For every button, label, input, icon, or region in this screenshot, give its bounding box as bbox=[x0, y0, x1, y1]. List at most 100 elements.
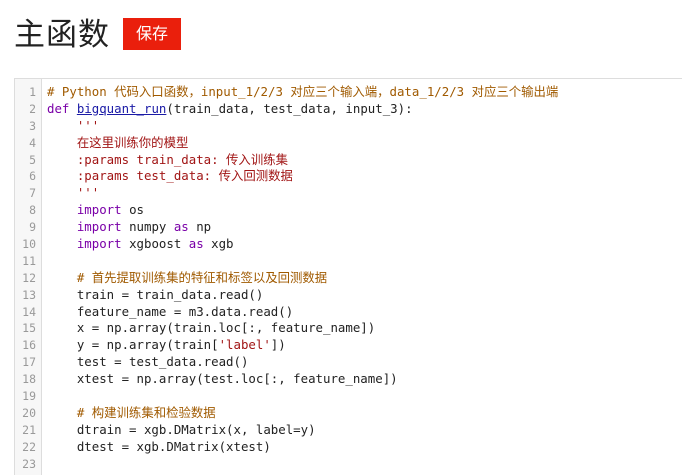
code-editor[interactable]: 1 # Python 代码入口函数，input_1/2/3 对应三个输入端，dat… bbox=[14, 78, 682, 475]
line-number: 13 bbox=[22, 287, 36, 302]
line-number: 16 bbox=[22, 338, 36, 353]
line-number: 1 bbox=[29, 85, 36, 99]
code-text: dtest = xgb.DMatrix(xtest) bbox=[47, 439, 271, 456]
code-line[interactable]: 18 xtest = np.array(test.loc[:, feature_… bbox=[15, 371, 682, 388]
line-number: 7 bbox=[29, 186, 36, 201]
line-number: 8 bbox=[29, 203, 36, 218]
line-number: 19 bbox=[22, 389, 36, 404]
save-button[interactable]: 保存 bbox=[123, 18, 181, 50]
line-number: 17 bbox=[22, 355, 36, 370]
line-number: 11 bbox=[22, 253, 36, 268]
code-line[interactable]: 10 import xgboost as xgb bbox=[15, 236, 682, 253]
code-token-plain: train = train_data.read() bbox=[47, 286, 264, 302]
code-token-keyword: import bbox=[76, 202, 122, 218]
code-text: # 构建训练集和检验数据 bbox=[47, 405, 216, 422]
code-token-string: ''' bbox=[47, 117, 100, 133]
code-token-keyword: def bbox=[47, 100, 77, 116]
code-token-plain: dtest = xgb.DMatrix(xtest) bbox=[47, 438, 271, 454]
code-line[interactable]: 21 dtrain = xgb.DMatrix(x, label=y) bbox=[15, 422, 682, 439]
code-text: import numpy as np bbox=[47, 219, 211, 236]
line-number: 10 bbox=[22, 237, 36, 252]
page-title: 主函数 bbox=[14, 17, 110, 53]
code-line[interactable]: 20 # 构建训练集和检验数据 bbox=[15, 405, 682, 422]
line-number: 4 bbox=[29, 135, 36, 150]
code-token-comment: # Python 代码入口函数，input_1/2/3 对应三个输入端，data… bbox=[47, 84, 559, 99]
line-number: 20 bbox=[22, 405, 36, 420]
code-token-plain: feature_name = m3.data.read() bbox=[47, 303, 294, 319]
code-token-plain: os bbox=[121, 202, 144, 218]
code-token-plain: np bbox=[188, 219, 212, 235]
code-token-plain: test = test_data.read() bbox=[47, 354, 249, 370]
code-line[interactable]: 5 :params train_data: 传入训练集 bbox=[15, 152, 682, 169]
line-number: 23 bbox=[22, 456, 36, 471]
code-text: dtrain = xgb.DMatrix(x, label=y) bbox=[47, 422, 316, 439]
code-token-plain: xgboost bbox=[121, 236, 189, 252]
line-number: 6 bbox=[29, 169, 36, 184]
code-token-plain: xtest = np.array(test.loc[:, feature_nam… bbox=[47, 371, 398, 387]
code-text: x = np.array(train.loc[:, feature_name]) bbox=[47, 320, 375, 337]
code-text: # Python 代码入口函数，input_1/2/3 对应三个输入端，data… bbox=[47, 84, 558, 101]
code-line[interactable]: 7 ''' bbox=[15, 185, 682, 202]
code-text: y = np.array(train['label']) bbox=[47, 337, 286, 354]
code-line[interactable]: 17 test = test_data.read() bbox=[15, 354, 682, 371]
code-token-keyword: as bbox=[173, 219, 189, 235]
code-token-plain bbox=[47, 202, 77, 217]
code-text: def bigquant_run(train_data, test_data, … bbox=[47, 101, 413, 118]
code-token-keyword: as bbox=[188, 236, 204, 252]
code-text: ''' bbox=[47, 118, 99, 135]
line-number: 9 bbox=[29, 220, 36, 235]
code-token-plain bbox=[47, 219, 77, 234]
code-line[interactable]: 12 # 首先提取训练集的特征和标签以及回测数据 bbox=[15, 270, 682, 287]
line-number: 3 bbox=[29, 118, 36, 133]
code-text: feature_name = m3.data.read() bbox=[47, 304, 293, 321]
code-token-string: ''' bbox=[47, 185, 100, 201]
code-token-plain: x = np.array(train.loc[:, feature_name]) bbox=[47, 320, 376, 336]
code-text: import xgboost as xgb bbox=[47, 236, 234, 253]
line-number: 18 bbox=[22, 372, 36, 387]
code-text: test = test_data.read() bbox=[47, 354, 249, 371]
line-number: 21 bbox=[22, 422, 36, 437]
code-line[interactable]: 8 import os bbox=[15, 202, 682, 219]
code-token-plain bbox=[47, 236, 77, 251]
code-token-plain: (train_data, test_data, input_3): bbox=[166, 100, 413, 116]
code-token-comment: # 首先提取训练集的特征和标签以及回测数据 bbox=[47, 269, 328, 285]
code-text: xtest = np.array(test.loc[:, feature_nam… bbox=[47, 371, 398, 388]
code-token-plain: ]) bbox=[270, 337, 286, 353]
code-line[interactable]: 23 bbox=[15, 456, 682, 473]
code-token-comment: # 构建训练集和检验数据 bbox=[47, 404, 216, 420]
code-token-plain: y = np.array(train[ bbox=[47, 337, 219, 353]
code-line[interactable]: 15 x = np.array(train.loc[:, feature_nam… bbox=[15, 320, 682, 337]
code-line[interactable]: 3 ''' bbox=[15, 118, 682, 135]
code-line[interactable]: 4 在这里训练你的模型 bbox=[15, 135, 682, 152]
line-number-gutter bbox=[15, 79, 42, 475]
code-line[interactable]: 11 bbox=[15, 253, 682, 270]
code-text: 在这里训练你的模型 bbox=[47, 135, 189, 152]
code-token-plain: numpy bbox=[121, 219, 174, 235]
code-text: :params train_data: 传入训练集 bbox=[47, 152, 288, 169]
code-line[interactable]: 13 train = train_data.read() bbox=[15, 287, 682, 304]
code-token-string: :params test_data: 传入回测数据 bbox=[47, 168, 293, 184]
code-content[interactable]: 1 # Python 代码入口函数，input_1/2/3 对应三个输入端，dat… bbox=[15, 84, 682, 472]
code-token-keyword: import bbox=[76, 236, 122, 252]
code-text: import os bbox=[47, 202, 144, 219]
code-line[interactable]: 16 y = np.array(train['label']) bbox=[15, 337, 682, 354]
code-line[interactable]: 19 bbox=[15, 388, 682, 405]
line-number: 5 bbox=[29, 152, 36, 167]
code-line[interactable]: 1 # Python 代码入口函数，input_1/2/3 对应三个输入端，dat… bbox=[15, 84, 682, 101]
line-number: 12 bbox=[22, 270, 36, 285]
code-token-plain: dtrain = xgb.DMatrix(x, label=y) bbox=[47, 421, 316, 437]
page-header: 主函数 保存 bbox=[0, 0, 682, 72]
code-line[interactable]: 22 dtest = xgb.DMatrix(xtest) bbox=[15, 439, 682, 456]
line-number: 22 bbox=[22, 439, 36, 454]
code-token-fn: bigquant_run bbox=[76, 100, 167, 116]
code-line[interactable]: 6 :params test_data: 传入回测数据 bbox=[15, 168, 682, 185]
code-line[interactable]: 9 import numpy as np bbox=[15, 219, 682, 236]
line-number: 14 bbox=[22, 304, 36, 319]
code-token-plain: xgb bbox=[203, 236, 234, 252]
code-text: # 首先提取训练集的特征和标签以及回测数据 bbox=[47, 270, 327, 287]
code-token-string: 'label' bbox=[218, 337, 271, 353]
line-number: 15 bbox=[22, 321, 36, 336]
code-token-string: :params train_data: 传入训练集 bbox=[47, 151, 288, 167]
code-line[interactable]: 14 feature_name = m3.data.read() bbox=[15, 304, 682, 321]
